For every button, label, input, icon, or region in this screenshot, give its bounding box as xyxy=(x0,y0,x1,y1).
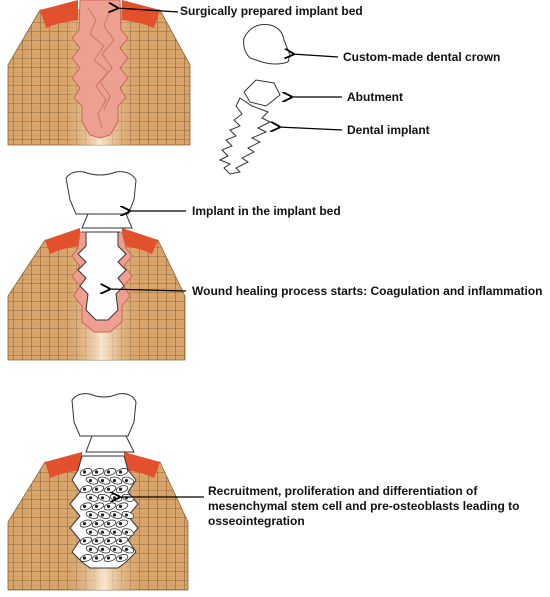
stem-cell xyxy=(109,528,123,537)
stem-cell xyxy=(103,485,117,494)
stem-cell xyxy=(115,485,129,494)
abutment-shape xyxy=(243,79,281,107)
gum-tissue xyxy=(45,452,160,478)
stem-cell xyxy=(91,519,105,528)
stem-cell xyxy=(85,545,99,554)
stem-cell xyxy=(109,545,123,554)
stem-cell xyxy=(109,476,123,485)
stem-cell xyxy=(91,468,105,476)
implant-bed-cavity xyxy=(71,0,129,139)
stem-cell xyxy=(115,468,129,476)
stem-cell xyxy=(79,536,93,545)
stem-cell xyxy=(115,536,129,545)
stem-cell xyxy=(91,485,105,494)
stem-cells xyxy=(79,468,135,562)
stem-cell xyxy=(103,519,117,528)
label-implant-bed: Surgically prepared implant bed xyxy=(180,4,363,18)
label-implant-in-bed: Implant in the implant bed xyxy=(192,204,341,218)
label-implant: Dental implant xyxy=(347,123,430,137)
panel-implant-in-bed xyxy=(7,171,186,361)
gum-tissue xyxy=(40,0,160,28)
label-crown: Custom-made dental crown xyxy=(343,50,501,64)
stem-cell xyxy=(85,476,99,485)
stem-cell xyxy=(79,502,93,511)
arrow-wound-healing xyxy=(108,289,187,291)
stem-cell xyxy=(121,528,135,537)
panel-osseointegration xyxy=(7,393,189,591)
stem-cell xyxy=(121,511,135,519)
stem-cell xyxy=(103,554,117,562)
stem-cell xyxy=(91,536,105,545)
stem-cell xyxy=(97,545,111,554)
stem-cell xyxy=(115,502,129,511)
abutment-shape xyxy=(85,435,135,453)
stem-cell xyxy=(85,511,99,519)
stem-cell xyxy=(85,528,99,537)
stem-cell xyxy=(79,468,93,476)
stem-cell xyxy=(97,528,111,537)
panel-implant-bed xyxy=(7,0,191,146)
abutment-shape xyxy=(81,213,133,229)
gum-tissue xyxy=(45,228,158,254)
label-abutment: Abutment xyxy=(347,90,403,104)
stem-cell xyxy=(121,545,135,554)
components xyxy=(218,24,291,175)
stem-cell xyxy=(103,468,117,476)
stem-cell xyxy=(97,511,111,519)
crown-shape xyxy=(71,393,137,437)
arrow-implant-bed xyxy=(116,8,179,12)
stem-cell xyxy=(103,502,117,511)
stem-cell xyxy=(97,476,111,485)
label-osseointegration: Recruitment, proliferation and different… xyxy=(208,484,520,528)
label-wound-healing: Wound healing process starts: Coagulatio… xyxy=(192,284,543,298)
arrow-implant xyxy=(278,127,343,130)
stem-cell xyxy=(91,502,105,511)
arrow-crown xyxy=(292,54,339,57)
stem-cell xyxy=(91,554,105,562)
stem-cell xyxy=(79,554,93,562)
crown-shape xyxy=(243,24,291,65)
stem-cell xyxy=(79,519,93,528)
implant-screw-shape xyxy=(218,97,272,175)
cavity-texture xyxy=(87,7,115,129)
stem-cell xyxy=(85,493,99,502)
implant-screw-shape xyxy=(77,231,127,321)
stem-cell xyxy=(79,485,93,494)
stem-cell xyxy=(97,493,111,502)
stem-cell xyxy=(121,476,135,485)
stem-cell xyxy=(103,536,117,545)
stem-cell xyxy=(115,554,129,562)
stem-cell xyxy=(115,519,129,528)
stem-cell xyxy=(109,511,123,519)
crown-shape xyxy=(65,171,137,215)
